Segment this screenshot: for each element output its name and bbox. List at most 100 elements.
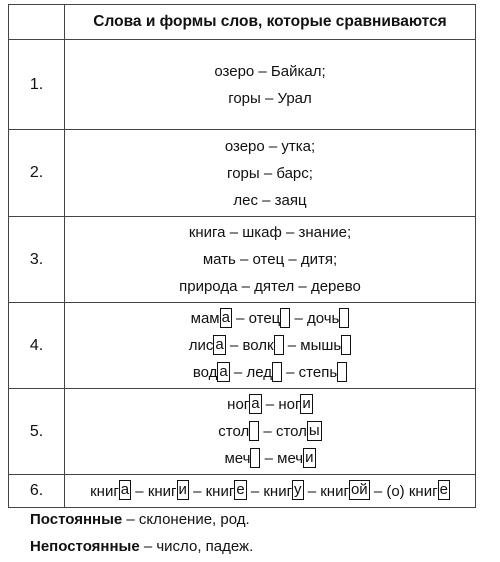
row-number: 6. bbox=[8, 474, 65, 508]
separator: – bbox=[188, 482, 206, 500]
word-line: мать – отец – дитя; bbox=[202, 251, 338, 268]
constant-label: Постоянные bbox=[30, 511, 123, 528]
row-number: 3. bbox=[8, 216, 65, 303]
ending-box: а bbox=[217, 361, 230, 382]
ending-box: ой bbox=[348, 480, 370, 501]
word-stem: вод bbox=[192, 364, 218, 381]
ending-box: и bbox=[300, 393, 313, 414]
word-stem: отец bbox=[248, 310, 281, 327]
table-row: 3. книга – шкаф – знание; мать – отец – … bbox=[8, 216, 476, 303]
word-form: дочь bbox=[307, 307, 350, 328]
word-stem: лис bbox=[188, 337, 214, 354]
word-line: горы – барс; bbox=[227, 164, 313, 182]
word-stem: книг bbox=[147, 482, 177, 500]
ending-box: а bbox=[249, 393, 262, 414]
word-stem: ног bbox=[278, 396, 301, 413]
word-stem: степь bbox=[298, 364, 338, 381]
ending-box bbox=[337, 361, 348, 382]
word-stem: волк bbox=[242, 337, 274, 354]
word-line: книга – шкаф – знание; bbox=[188, 224, 352, 241]
separator: – bbox=[259, 423, 276, 440]
variable-text: – число, падеж. bbox=[139, 538, 254, 555]
ending-box: е bbox=[437, 480, 450, 501]
word-form: стол bbox=[218, 420, 260, 441]
separator: – bbox=[231, 310, 249, 327]
word-form: лед bbox=[246, 361, 282, 382]
notes: Постоянные – склонение, род. Непостоянны… bbox=[30, 506, 253, 560]
ending-box: ы bbox=[306, 420, 322, 441]
row-words: озеро – утка; горы – барс; лес – заяц bbox=[64, 129, 476, 217]
separator: – bbox=[229, 364, 247, 381]
word-stem: книг bbox=[263, 482, 293, 500]
word-stem: стол bbox=[218, 423, 250, 440]
ending-box bbox=[341, 334, 352, 355]
word-stem: мам bbox=[190, 310, 220, 327]
ending-box bbox=[273, 334, 284, 355]
ending-box: и bbox=[176, 480, 189, 501]
word-line: озеро – Байкал; bbox=[214, 62, 326, 80]
word-line: природа – дятел – дерево bbox=[179, 278, 361, 295]
constant-note: Постоянные – склонение, род. bbox=[30, 506, 253, 533]
separator: – bbox=[283, 337, 301, 354]
separator: – bbox=[246, 482, 264, 500]
row-number: 5. bbox=[8, 388, 65, 475]
ending-box: а bbox=[213, 334, 226, 355]
ending-box: а bbox=[219, 307, 232, 328]
separator: – (о) bbox=[369, 482, 409, 500]
row-number: 4. bbox=[8, 302, 65, 389]
separator: – bbox=[261, 396, 279, 413]
word-line: озеро – утка; bbox=[224, 137, 316, 155]
comparison-table: Слова и формы слов, которые сравниваются… bbox=[8, 4, 476, 508]
header-number-cell bbox=[8, 4, 65, 40]
word-stem: меч bbox=[224, 450, 251, 467]
word-stem: мышь bbox=[300, 337, 342, 354]
separator: – bbox=[290, 310, 307, 327]
separator: – bbox=[260, 450, 278, 467]
word-stem: книг bbox=[320, 482, 349, 500]
table-header-row: Слова и формы слов, которые сравниваются bbox=[8, 4, 476, 40]
word-form: волк bbox=[242, 334, 284, 355]
variable-label: Непостоянные bbox=[30, 538, 140, 555]
separator: – bbox=[281, 364, 299, 381]
word-line: горы – Урал bbox=[228, 89, 312, 107]
word-stem: ног bbox=[227, 396, 250, 413]
ending-box: у bbox=[292, 480, 304, 501]
word-form: меч bbox=[224, 447, 261, 468]
ending-box: и bbox=[303, 447, 316, 468]
ending-box bbox=[280, 307, 291, 328]
table-row: 1. озеро – Байкал; горы – Урал bbox=[8, 39, 476, 130]
ending-box bbox=[271, 361, 282, 382]
ending-box bbox=[249, 420, 260, 441]
word-line: лес – заяц bbox=[233, 191, 307, 209]
word-stem: книг bbox=[408, 482, 438, 500]
table-row: 2. озеро – утка; горы – барс; лес – заяц bbox=[8, 129, 476, 217]
separator: – bbox=[131, 482, 148, 500]
row-number: 1. bbox=[8, 39, 65, 130]
word-stem: книг bbox=[205, 482, 235, 500]
word-form: отец bbox=[248, 307, 291, 328]
ending-box bbox=[339, 307, 350, 328]
row-words: озеро – Байкал; горы – Урал bbox=[64, 39, 476, 130]
